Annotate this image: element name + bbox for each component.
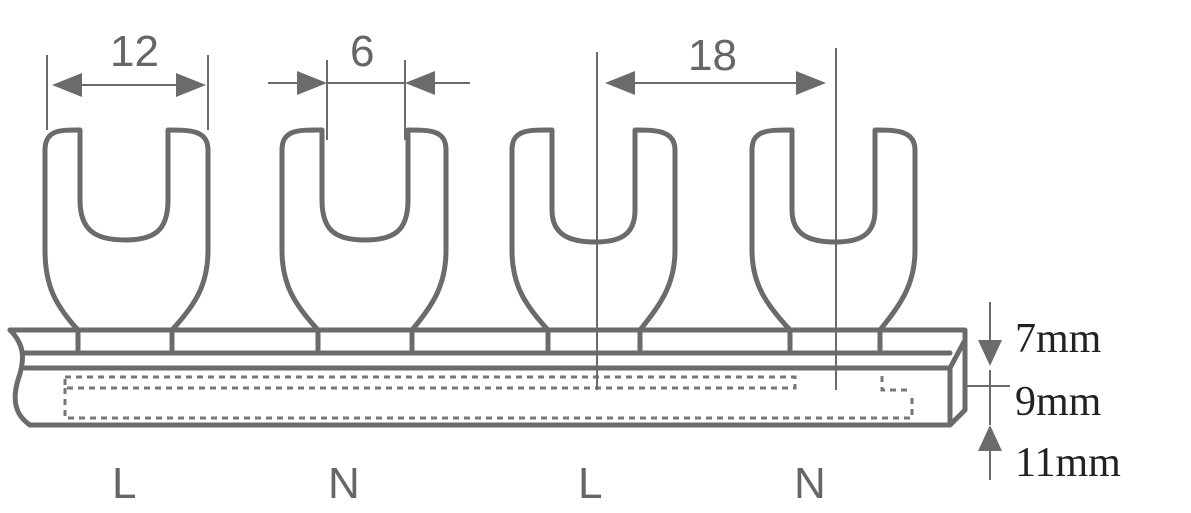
phase-label-1: L <box>112 459 136 508</box>
fork-teeth <box>42 127 918 356</box>
phase-label-2: N <box>328 459 360 508</box>
dim-label-18: 18 <box>688 31 737 80</box>
fork-1 <box>42 127 211 356</box>
busbar-body <box>7 327 968 428</box>
fork-3 <box>509 127 678 356</box>
side-label-11mm: 11mm <box>1015 440 1121 486</box>
dimension-lines <box>46 48 1010 480</box>
fork-2 <box>279 127 449 356</box>
fork-4 <box>749 127 918 356</box>
dim-label-6: 6 <box>350 27 374 76</box>
phase-label-4: N <box>794 459 826 508</box>
side-label-9mm: 9mm <box>1015 379 1102 425</box>
phase-label-3: L <box>578 459 602 508</box>
side-label-7mm: 7mm <box>1015 316 1102 362</box>
dim-label-12: 12 <box>110 27 159 76</box>
